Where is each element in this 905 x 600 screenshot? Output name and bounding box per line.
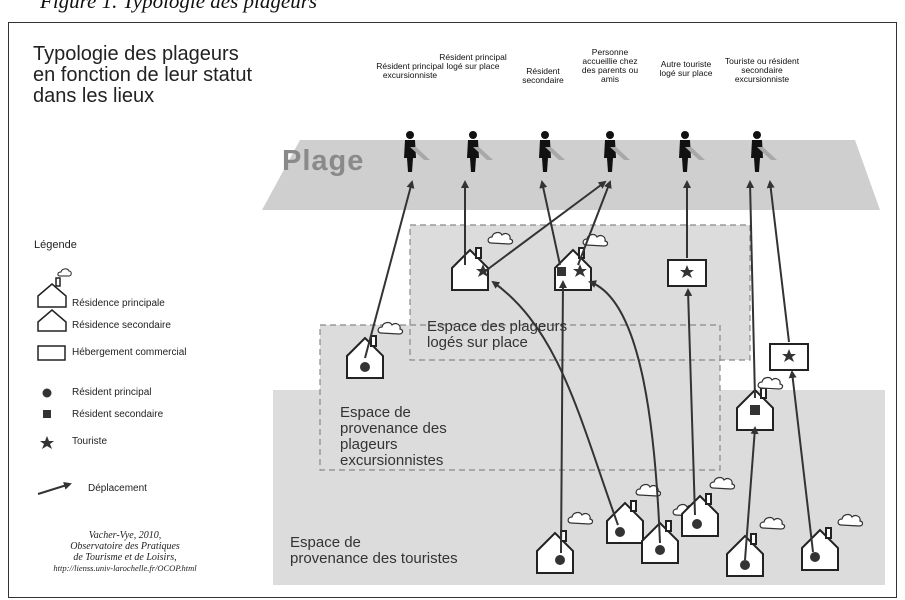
legend-title: Légende: [34, 239, 77, 251]
beach-plane: [262, 140, 880, 210]
legend-item: Hébergement commercial: [72, 347, 187, 358]
figure-caption: Figure 1. Typologie des plageurs: [40, 0, 318, 13]
house-icon: [641, 503, 699, 564]
category-label: Résident secondaire: [522, 66, 564, 85]
house-icon: [801, 513, 864, 571]
displacement-arrows: [364, 180, 814, 561]
category-label: Résident principal excursionniste: [376, 61, 444, 80]
house-icon: [736, 376, 784, 431]
diagram-title: Typologie des plageurs en fonction de le…: [33, 44, 293, 107]
beach-label: Plage: [282, 145, 365, 177]
hebergement-icon: [667, 259, 707, 287]
house-icon: [726, 516, 786, 577]
hebergement-icon: [769, 343, 809, 371]
source-credit: Vacher-Vye, 2010, Observatoire des Prati…: [53, 530, 197, 573]
legend-item: Résident secondaire: [72, 409, 164, 420]
title-line: dans les lieux: [33, 85, 155, 107]
category-label: Touriste ou résident secondaire excursio…: [724, 56, 800, 84]
house-icon: [346, 321, 404, 379]
house-icon: [606, 483, 662, 544]
zone-excursionnistes-border: [319, 324, 721, 471]
title-line: Typologie des plageurs: [33, 43, 239, 65]
legend-item: Résidence secondaire: [72, 320, 171, 331]
legend-symbols: [37, 268, 72, 495]
house-icon: [451, 231, 514, 291]
house-icon: [681, 476, 736, 537]
title-line: en fonction de leur statut: [33, 64, 253, 86]
house-icon: [554, 233, 609, 291]
house-icon: [536, 511, 594, 574]
legend-item: Résident principal: [72, 387, 152, 398]
category-label: Autre touriste logé sur place: [659, 59, 713, 78]
zone-loges-border: [409, 224, 751, 361]
category-label: Résident principal logé sur place: [439, 52, 507, 71]
legend-item: Touriste: [72, 436, 108, 447]
legend-item: Résidence principale: [72, 298, 165, 309]
figure-frame: [8, 22, 897, 598]
category-label: Personne accueillie chez des parents ou …: [581, 47, 639, 84]
legend-item: Déplacement: [88, 483, 147, 494]
